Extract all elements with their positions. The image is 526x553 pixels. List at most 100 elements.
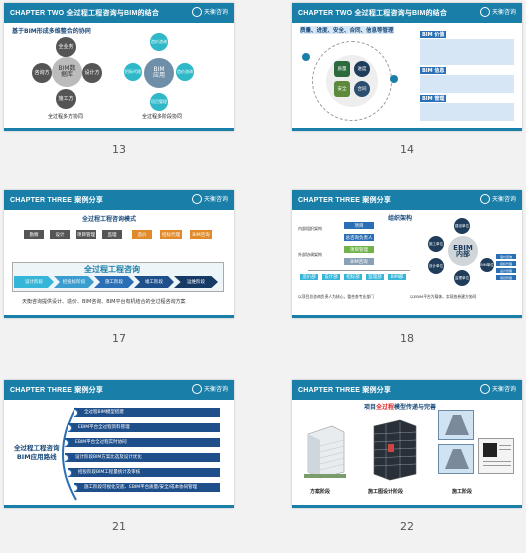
page-number: 21	[112, 520, 126, 533]
slide-thumbnail-21[interactable]: CHAPTER THREE 案例分享 天衡咨询 全过程工程咨询 BIM应用路线 …	[4, 380, 234, 508]
ring-segment: 安全	[334, 81, 350, 97]
construction-document	[478, 438, 514, 474]
service-box: 造价	[132, 230, 152, 239]
phase-arrow: 竣工阶段	[134, 276, 174, 288]
company-logo: 天衡咨询	[479, 383, 516, 396]
slide-thumbnail-18[interactable]: CHAPTER THREE 案例分享 天衡咨询 组织架构 内部组织架构 外部协调…	[292, 190, 522, 318]
arc-decoration	[62, 407, 77, 501]
party-circle: 监理单位	[454, 270, 470, 286]
scheme-model-image	[304, 425, 346, 479]
slide-thumbnail-14[interactable]: CHAPTER TWO 全过程工程咨询与BIM的结合 天衡咨询 质量、进度、安全…	[292, 3, 522, 131]
text-heading: BIM 信息	[420, 67, 447, 74]
page-number: 22	[400, 520, 414, 533]
caption-left: 全过程多方协同	[48, 114, 84, 120]
route-item-label: 施工阶段可视化交底、EBIM平台质量/安全/成本协同管理	[84, 485, 198, 490]
route-item: 施工阶段可视化交底、EBIM平台质量/安全/成本协同管理	[74, 483, 220, 492]
logo-icon	[479, 6, 490, 17]
side-label: 外部协调架构	[298, 252, 322, 257]
slide-header: CHAPTER THREE 案例分享	[4, 380, 234, 400]
slide-footer-bar	[4, 128, 234, 131]
slide-header-title: CHAPTER THREE 案例分享	[298, 387, 392, 394]
slide-header: CHAPTER THREE 案例分享	[292, 190, 522, 210]
route-item: EBIM平台全过程实时协同	[65, 438, 220, 447]
bullet-dot-icon	[65, 453, 69, 462]
stage-caption: 施工图设计阶段	[368, 489, 404, 495]
route-item-label: 设计阶段BIM方案比选及设计优化	[75, 455, 142, 460]
slide-subtitle: 质量、进度、安全、合同、信息等管理	[300, 26, 394, 34]
page-number: 17	[112, 332, 126, 345]
logo-icon	[479, 383, 490, 394]
side-label: 内部组织架构	[298, 226, 322, 231]
bim-application-circle: BIM 应用	[144, 58, 174, 88]
route-item-label: 全过程BIM模型搭建	[84, 410, 124, 415]
party-circle: 设计单位	[428, 258, 444, 274]
node-circle: 招标代理	[124, 63, 142, 81]
right-tag: 项目管理	[496, 275, 516, 280]
org-dept: 招标部	[344, 274, 362, 280]
org-node: 项目管理	[344, 246, 374, 253]
node-circle: 造价咨询	[150, 33, 168, 51]
org-dept: 造价部	[300, 274, 318, 280]
dot-marker	[390, 75, 398, 83]
slide-thumbnail-17[interactable]: CHAPTER THREE 案例分享 天衡咨询 全过程工程咨询模式 勘察 设计 …	[4, 190, 234, 318]
route-item: 全过程BIM模型搭建	[74, 408, 220, 417]
slide-header-title: CHAPTER TWO 全过程工程咨询与BIM的结合	[10, 10, 160, 17]
ring-segment: 质量	[334, 61, 350, 77]
slide-footer-bar	[4, 315, 234, 318]
ebim-circle: EBIM 内部	[448, 236, 478, 266]
org-dept: 监理部	[366, 274, 384, 280]
stage-caption: 施工阶段	[452, 489, 473, 495]
bullet-dot-icon	[65, 438, 69, 447]
caption-right: 全过程多阶段协同	[142, 114, 183, 120]
slide-header: CHAPTER TWO 全过程工程咨询与BIM的结合	[292, 3, 522, 23]
org-connector	[308, 270, 410, 271]
construction-screenshot	[438, 410, 474, 440]
logo-icon	[191, 193, 202, 204]
org-node: 项目	[344, 222, 374, 229]
org-dept: BIM部	[388, 274, 406, 280]
party-circle: 施工单位	[428, 236, 444, 252]
service-box: 招标代理	[160, 230, 182, 239]
text-heading: BIM 管理	[420, 95, 447, 102]
company-logo: 天衡咨询	[191, 383, 228, 396]
right-tag: 招标代理	[496, 261, 516, 266]
text-block	[420, 39, 514, 65]
right-tag: 设计管理	[496, 268, 516, 273]
note-left: 以项目总咨询负责人为核心，整合各专业部门	[298, 294, 374, 299]
company-logo: 天衡咨询	[479, 193, 516, 206]
phase-arrow: 施工阶段	[94, 276, 134, 288]
route-item: 设计阶段BIM方案比选及设计优化	[65, 453, 220, 462]
bullet-dot-icon	[74, 408, 78, 417]
logo-icon	[191, 6, 202, 17]
slide-header: CHAPTER THREE 案例分享	[292, 380, 522, 400]
service-box: 勘察	[24, 230, 44, 239]
node-circle: 施工方	[56, 89, 76, 109]
org-node: 总咨询负责人	[344, 234, 374, 241]
phase-arrow: 招投标阶段	[54, 276, 94, 288]
page-number: 18	[400, 332, 414, 345]
logo-icon	[479, 193, 490, 204]
phase-arrow: 运维阶段	[174, 276, 218, 288]
logo-icon	[191, 383, 202, 394]
slide-subtitle: 项目全过程模型传递与完善	[364, 404, 437, 411]
bullet-dot-icon	[68, 468, 72, 477]
slide-thumbnail-13[interactable]: CHAPTER TWO 全过程工程咨询与BIM的结合 天衡咨询 基于BIM形成多…	[4, 3, 234, 131]
phase-arrow: 设计阶段	[14, 276, 54, 288]
service-box: BIM咨询	[190, 230, 212, 239]
slide-thumbnail-22[interactable]: CHAPTER THREE 案例分享 天衡咨询 项目全过程模型传递与完善 方案阶…	[292, 380, 522, 508]
route-item-label: EBIM平台全过程实时协同	[75, 440, 127, 445]
company-logo: 天衡咨询	[479, 6, 516, 19]
text-block	[420, 75, 514, 93]
slide-header: CHAPTER TWO 全过程工程咨询与BIM的结合	[4, 3, 234, 23]
slide-header-title: CHAPTER THREE 案例分享	[10, 197, 104, 204]
node-circle: 项目管理	[150, 93, 168, 111]
slide-subtitle: 基于BIM形成多维整合的协同	[12, 28, 91, 35]
node-circle: 设计方	[82, 63, 102, 83]
page-number: 13	[112, 143, 126, 156]
right-tag: 造价咨询	[496, 254, 516, 259]
party-circle: BIM单位	[480, 258, 494, 272]
design-model-image	[373, 419, 417, 481]
ring-segment: 合同	[354, 81, 370, 97]
page-number: 14	[400, 143, 414, 156]
